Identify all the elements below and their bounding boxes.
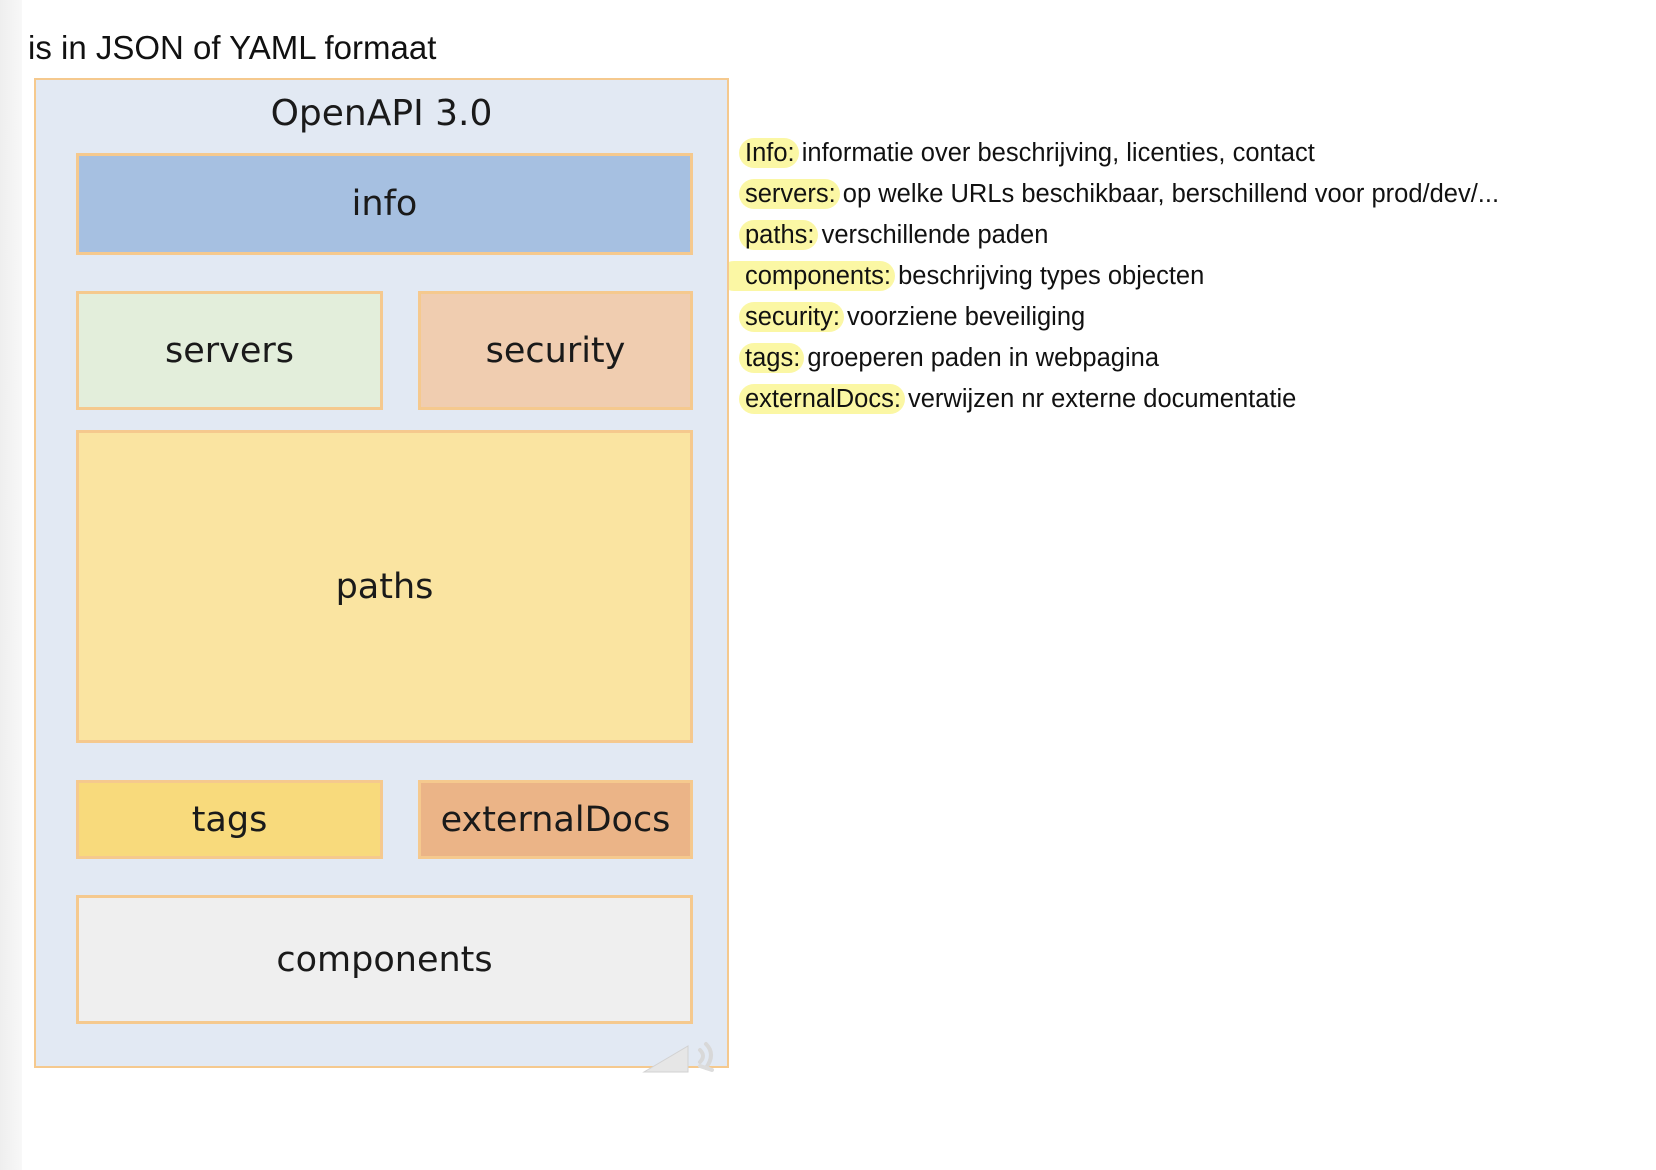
legend-description: verwijzen nr externe documentatie	[908, 385, 1297, 413]
legend-description: groeperen paden in webpagina	[807, 344, 1160, 372]
legend-list: Info: informatie over beschrijving, lice…	[718, 135, 1645, 422]
block-externaldocs: externalDocs	[418, 780, 693, 859]
legend-key: tags:	[745, 344, 801, 372]
legend-key: servers:	[745, 180, 836, 208]
legend-key: paths:	[745, 221, 815, 249]
block-externaldocs-label: externalDocs	[440, 799, 671, 840]
block-security: security	[418, 291, 693, 410]
legend-key-highlight: servers:	[739, 176, 840, 212]
legend-description: verschillende paden	[821, 221, 1049, 249]
slide-heading: is in JSON of YAML formaat	[28, 29, 437, 66]
block-paths-label: paths	[335, 566, 434, 607]
block-tags-label: tags	[191, 799, 268, 840]
legend-key-highlight: externalDocs:	[739, 381, 905, 417]
legend-description: informatie over beschrijving, licenties,…	[801, 139, 1315, 167]
block-paths: paths	[76, 430, 693, 743]
page-edge	[0, 0, 22, 1170]
legend-key-highlight: Info:	[739, 135, 799, 171]
legend-key: security:	[745, 303, 840, 331]
block-components-label: components	[276, 939, 493, 980]
legend-key-highlight: security:	[739, 299, 844, 335]
diagram-title: OpenAPI 3.0	[270, 93, 493, 134]
legend-item-components: components: beschrijving types objecten	[718, 258, 1645, 299]
block-tags: tags	[76, 780, 383, 859]
speaker-icon[interactable]	[640, 1036, 735, 1076]
block-components: components	[76, 895, 693, 1024]
block-info: info	[76, 153, 693, 255]
legend-key-highlight: tags:	[738, 340, 805, 376]
legend-key-highlight: paths:	[738, 217, 819, 253]
legend-item-servers: servers: op welke URLs beschikbaar, bers…	[739, 176, 1645, 217]
legend-description: op welke URLs beschikbaar, berschillend …	[842, 180, 1500, 208]
legend-item-tags: tags: groeperen paden in webpagina	[738, 340, 1645, 381]
block-servers: servers	[76, 291, 383, 410]
legend-key: Info:	[745, 139, 795, 167]
block-security-label: security	[485, 330, 626, 371]
legend-key-highlight: components:	[718, 258, 896, 294]
legend-item-info: Info: informatie over beschrijving, lice…	[739, 135, 1645, 176]
legend-key: components:	[745, 262, 892, 290]
openapi-structure-diagram: OpenAPI 3.0 info servers security paths …	[34, 78, 729, 1068]
legend-description: beschrijving types objecten	[898, 262, 1205, 290]
block-info-label: info	[351, 184, 418, 224]
legend-item-externaldocs: externalDocs: verwijzen nr externe docum…	[739, 381, 1645, 422]
legend-item-paths: paths: verschillende paden	[738, 217, 1645, 258]
legend-description: voorziene beveiliging	[847, 303, 1086, 331]
legend-item-security: security: voorziene beveiliging	[739, 299, 1645, 340]
legend-key: externalDocs:	[745, 385, 901, 413]
block-servers-label: servers	[164, 330, 295, 371]
